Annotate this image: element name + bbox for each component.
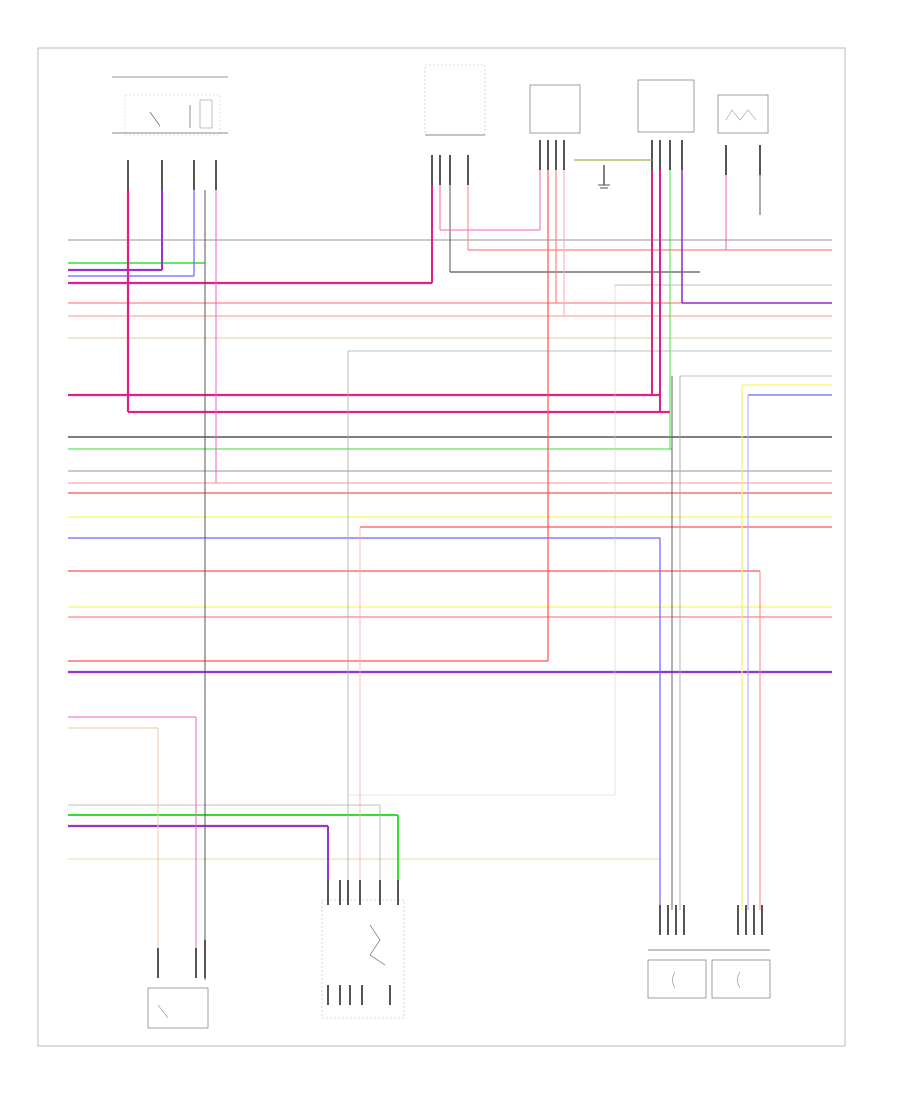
- component-center-module: [529, 84, 581, 134]
- horizontal-wires: [68, 239, 832, 860]
- component-sensor-module: [424, 64, 486, 136]
- component-bottom-left-sensor: [147, 940, 209, 1029]
- ground-symbol-top: [598, 165, 610, 189]
- connector-top-far-right: [725, 145, 761, 175]
- connector-top-right: [651, 140, 683, 170]
- component-top-left-switch: [112, 76, 228, 136]
- component-bottom-right-module: [647, 905, 771, 999]
- vertical-wires: [126, 159, 832, 980]
- connector-top-left: [127, 160, 217, 190]
- connector-top-center: [539, 140, 565, 170]
- connector-top-center-left: [431, 155, 469, 185]
- component-far-right-sensor: [717, 94, 769, 134]
- component-bottom-center-module: [321, 880, 405, 1019]
- diagram-border: [37, 47, 846, 1047]
- component-right-module: [637, 79, 695, 133]
